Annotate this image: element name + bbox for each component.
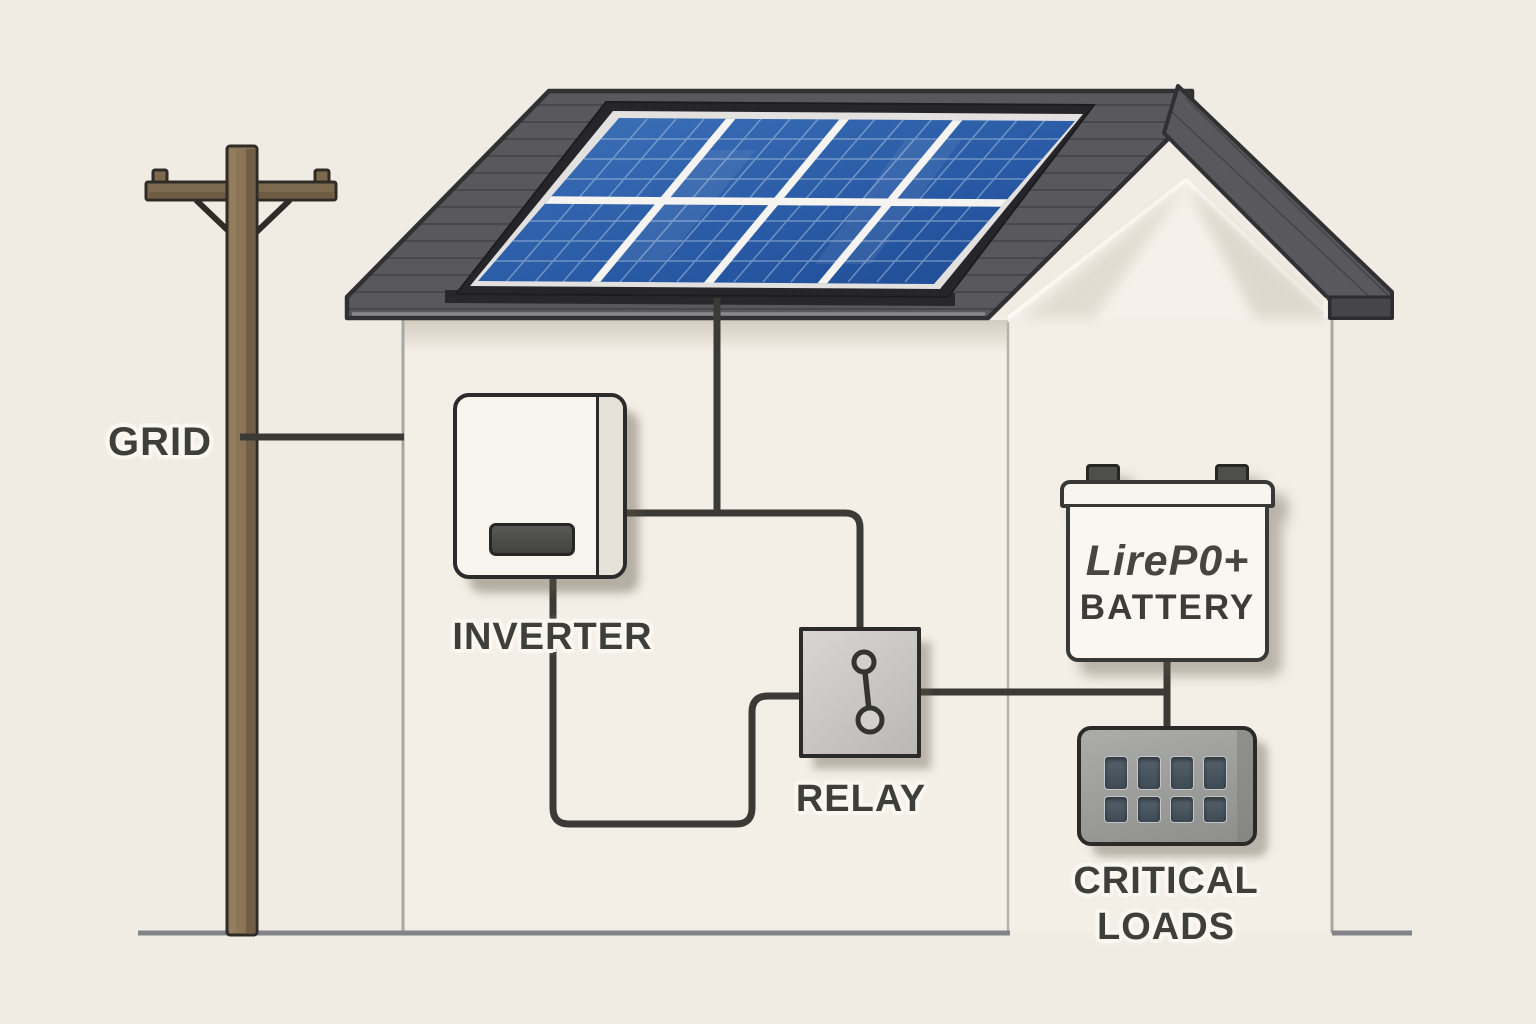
wiring <box>549 298 1171 828</box>
solar-panel-icon <box>445 100 1097 306</box>
breaker-slot <box>1104 796 1128 823</box>
battery-box: LireP0+ BATTERY <box>1060 464 1275 662</box>
breaker-slot <box>1170 796 1194 823</box>
critical-loads-label: CRITICAL LOADS <box>1016 858 1316 950</box>
breaker-slot <box>1170 756 1194 790</box>
gable-shadow-right <box>1186 184 1334 318</box>
breaker-column <box>1104 756 1128 823</box>
relay-label: RELAY <box>795 778 927 820</box>
breaker-column <box>1170 756 1194 823</box>
battery-word-text: BATTERY <box>1079 588 1256 627</box>
relay-switch-icon <box>851 649 885 735</box>
pole-shade <box>246 149 255 933</box>
grid-label: GRID <box>108 420 212 464</box>
inverter-box <box>453 393 627 579</box>
inverter-display <box>489 523 575 556</box>
battery-body: LireP0+ BATTERY <box>1066 507 1269 662</box>
pole-highlight <box>230 149 236 933</box>
gable-shadow-left <box>1022 184 1186 318</box>
breaker-slot <box>1137 796 1161 823</box>
inverter-side-panel <box>596 397 623 575</box>
wire-inverter-to-relay-top <box>627 509 864 631</box>
critical-loads-line1: CRITICAL <box>1073 860 1259 902</box>
critical-loads-side-edge <box>1237 730 1253 842</box>
gable-highlight-left <box>1006 178 1188 320</box>
breaker-column <box>1137 756 1161 823</box>
breaker-slot <box>1203 756 1227 790</box>
breaker-slots <box>1104 756 1227 823</box>
panel-grid-lines <box>495 118 1059 284</box>
roof-fascia-end <box>1328 295 1394 320</box>
critical-loads-box <box>1077 726 1257 846</box>
breaker-column <box>1203 756 1227 823</box>
breaker-slot <box>1137 756 1161 790</box>
eave-shadow <box>404 320 1008 352</box>
wire-inverter-to-relay-left <box>549 575 802 828</box>
critical-loads-line2: LOADS <box>1097 906 1235 948</box>
battery-brand-text: LireP0+ <box>1085 537 1250 585</box>
inverter-label: INVERTER <box>452 616 653 658</box>
breaker-slot <box>1203 796 1227 823</box>
utility-pole-icon <box>144 144 338 937</box>
battery-lid <box>1060 480 1275 508</box>
relay-box <box>799 627 921 758</box>
breaker-slot <box>1104 756 1128 790</box>
